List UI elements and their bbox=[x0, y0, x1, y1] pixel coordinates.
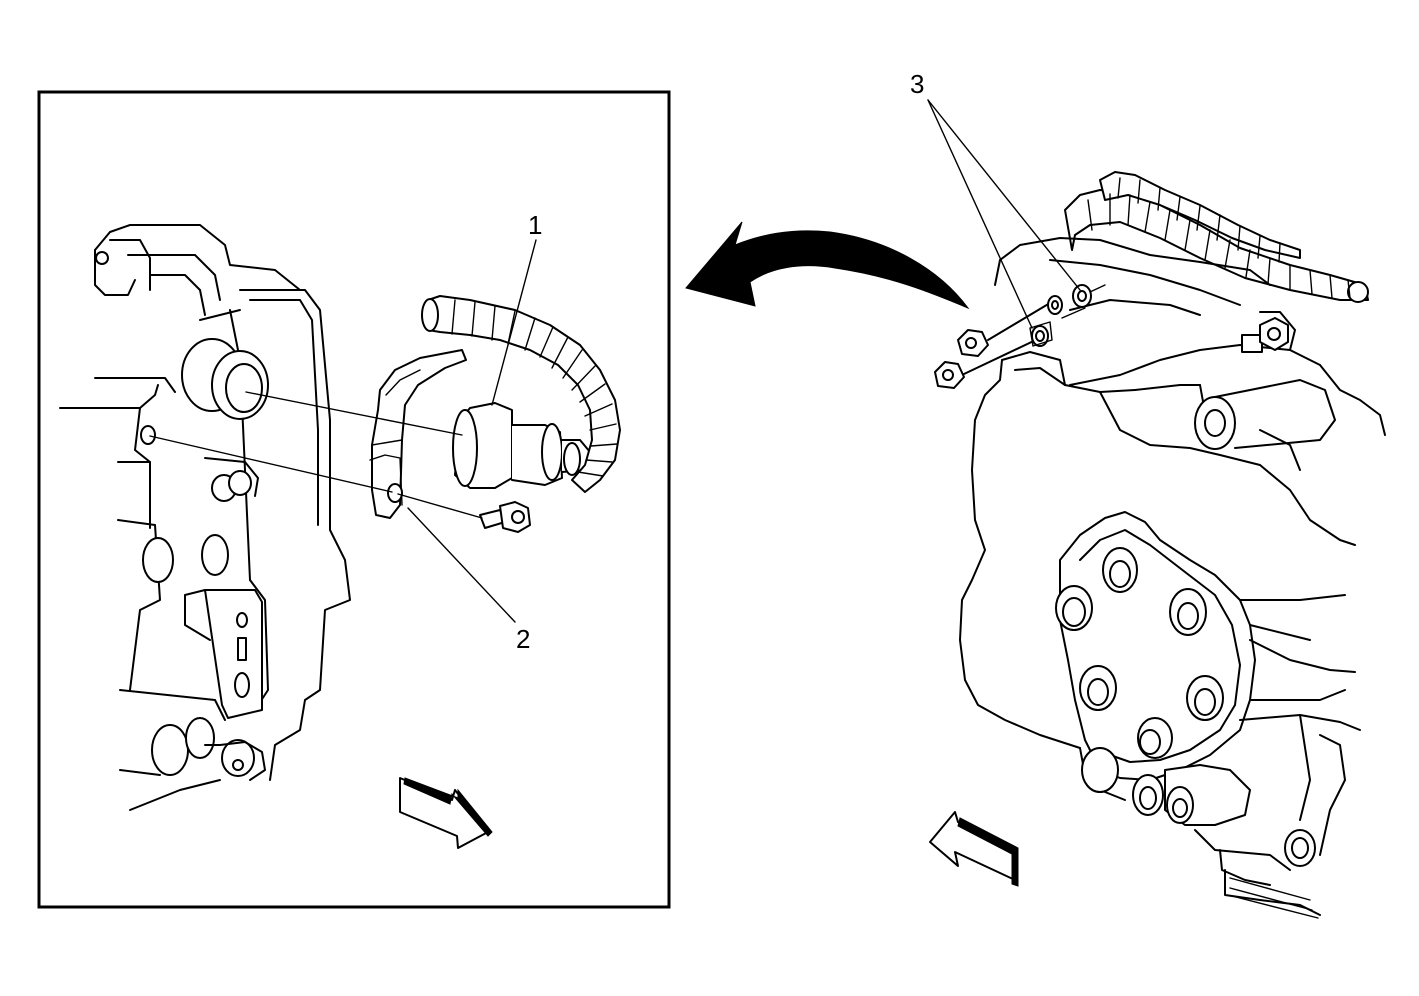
detail-frame bbox=[37, 90, 671, 909]
curved-arrow-icon bbox=[685, 221, 970, 310]
bolt-detail bbox=[479, 501, 531, 533]
forward-direction-arrow-icon bbox=[929, 811, 1019, 887]
engine-main-view: 3 bbox=[910, 69, 1386, 919]
forward-direction-arrow-icon bbox=[399, 777, 493, 849]
callout-3: 3 bbox=[910, 69, 924, 99]
bolt-set-part-3 bbox=[934, 284, 1106, 389]
engine-block-detail bbox=[59, 224, 351, 811]
sensor-part-1 bbox=[421, 295, 621, 493]
detail-inset: 1 2 bbox=[37, 90, 671, 909]
leader-line-1 bbox=[491, 239, 537, 406]
callout-2: 2 bbox=[516, 624, 530, 654]
alignment-line-bolt-hole bbox=[149, 435, 393, 493]
leader-line-3b bbox=[927, 99, 1081, 291]
leader-line-2 bbox=[407, 507, 516, 623]
callout-1: 1 bbox=[528, 210, 542, 240]
leader-line-3a bbox=[927, 99, 1033, 329]
bracket-part-2 bbox=[369, 349, 467, 519]
alignment-line-sensor bbox=[245, 391, 463, 436]
alignment-line-bolt bbox=[397, 493, 483, 519]
